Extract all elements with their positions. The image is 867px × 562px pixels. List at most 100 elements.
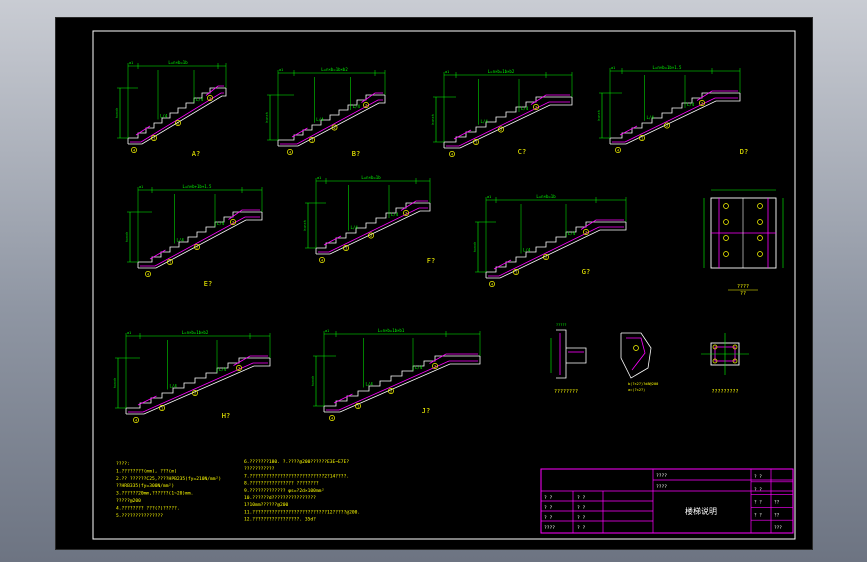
rebar-callout: [236, 365, 242, 371]
stair-treads: [444, 96, 572, 143]
rebar-callout-num: 2: [194, 391, 196, 395]
rebar-callout: [388, 388, 394, 394]
top-rebar-low: [137, 395, 157, 406]
rebar-callout: [133, 417, 139, 423]
top-rebar-high: [228, 209, 260, 220]
rebar-callout-num: 4: [321, 258, 323, 262]
plan-callout: [723, 203, 729, 209]
dim-text-a1: a1: [325, 329, 329, 333]
stair-treads: [278, 94, 385, 141]
rebar-callout-num: 3: [585, 230, 587, 234]
dim-text-side: h=n×h: [115, 108, 119, 119]
panel-label: E?: [204, 280, 212, 288]
dim-text-side: h=n×h: [431, 114, 435, 125]
note-line-right: 9.????????????? φs=?2d×100mm²: [244, 488, 324, 494]
note-line-right: 7.???????????????????????????2?14????.: [244, 473, 349, 479]
rebar-callout: [449, 151, 455, 157]
plan-callout: [757, 251, 763, 257]
title-cell-right-a: ? ?: [754, 512, 762, 518]
rebar-callout-num: 3: [701, 101, 703, 105]
rebar-callout: [207, 95, 213, 101]
panel-label: H?: [222, 412, 230, 420]
detail2-rebar: [626, 337, 646, 371]
bottom-rebar: [612, 97, 738, 143]
rebar-callout: [131, 147, 137, 153]
stair-treads: [610, 92, 740, 139]
title-cell-second: ????: [656, 484, 667, 490]
general-notes: ????:1.????????(mm), ???(m)2.?? ??????C2…: [116, 459, 360, 523]
stair-treads: [128, 87, 226, 139]
title-cell-mid: ? ?: [577, 525, 586, 531]
top-rebar-high: [696, 90, 738, 101]
slab-soffit: [278, 95, 386, 147]
title-block: ? ?? ?? ?????? ?? ?? ?? ?????????楼梯说明? ?…: [540, 468, 794, 534]
slab-soffit: [444, 97, 573, 149]
rebar-callout: [309, 137, 315, 143]
rebar-callout-num: 1: [515, 270, 517, 274]
rebar-callout: [615, 147, 621, 153]
panel-label: D?: [740, 148, 748, 156]
slab-soffit: [128, 88, 227, 145]
slab-soffit: [610, 93, 741, 145]
note-line-left: 5.???????????????: [116, 513, 163, 519]
rebar-callout: [473, 139, 479, 145]
note-line-right: 10.??????d????????????????: [244, 495, 316, 501]
quarter-text-2: L/4: [219, 367, 227, 372]
title-cell-mid: ? ?: [577, 515, 586, 521]
drawing-title: 楼梯说明: [685, 506, 717, 516]
dim-text-top: L=n×b=1b: [168, 60, 188, 65]
dim-text-top: L=n×b=1b×b2: [182, 330, 209, 335]
dim-text-a1: a1: [279, 68, 283, 72]
dim-text-side: h=n×h: [311, 376, 315, 387]
quarter-text: L/4: [366, 382, 374, 387]
title-cell-left: ? ?: [544, 515, 553, 521]
slab-soffit: [126, 358, 271, 415]
top-rebar-high: [233, 355, 268, 366]
quarter-text-2: L/4: [196, 97, 204, 102]
panel-label: J?: [422, 407, 430, 415]
dim-text-a1: a1: [139, 185, 143, 189]
quarter-text-2: L/4: [521, 106, 529, 111]
top-rebar-high: [429, 353, 478, 364]
rebar-callout-num: 4: [491, 282, 493, 286]
top-rebar-high: [580, 219, 624, 230]
stair-treads: [126, 357, 270, 409]
note-line-right: 11.???????????????????????????12?????@20…: [244, 509, 360, 515]
detail1-slab: [566, 347, 587, 364]
slab-soffit: [316, 203, 431, 255]
detail3-bar: [712, 344, 718, 350]
rebar-callout-num: 3: [434, 364, 436, 368]
rebar-callout: [145, 271, 151, 277]
rebar-callout-num: 1: [345, 246, 347, 250]
plan-callout: [757, 219, 763, 225]
dim-text-a1: a1: [317, 176, 321, 180]
detail2-note1: b(?×2?)?d8@200: [628, 382, 658, 386]
rebar-callout-num: 4: [133, 148, 135, 152]
title-cell-right-b: ??: [774, 512, 780, 518]
dim-text-a1: a1: [487, 195, 491, 199]
dim-text-top: L=n×b=1b×b2: [488, 69, 515, 74]
top-rebar-high: [530, 94, 570, 105]
note-line-left: ?????@200: [116, 498, 141, 504]
rebar-callout: [331, 124, 338, 131]
rebar-callout-num: 1: [169, 260, 171, 264]
title-cell-right-a: ? ?: [754, 474, 762, 480]
quarter-text: L/4: [647, 115, 655, 120]
top-rebar-low: [135, 125, 151, 136]
top-rebar-low: [619, 125, 638, 136]
quarter-text: L/4: [170, 384, 178, 389]
plan-callout: [723, 219, 729, 225]
rebar-callout-num: 3: [535, 105, 537, 109]
detail2-outline: [620, 332, 652, 379]
rebar-callout-num: 2: [196, 245, 198, 249]
rebar-callout: [664, 122, 670, 129]
top-rebar-low: [453, 129, 472, 140]
rebar-callout-num: 2: [545, 255, 547, 259]
